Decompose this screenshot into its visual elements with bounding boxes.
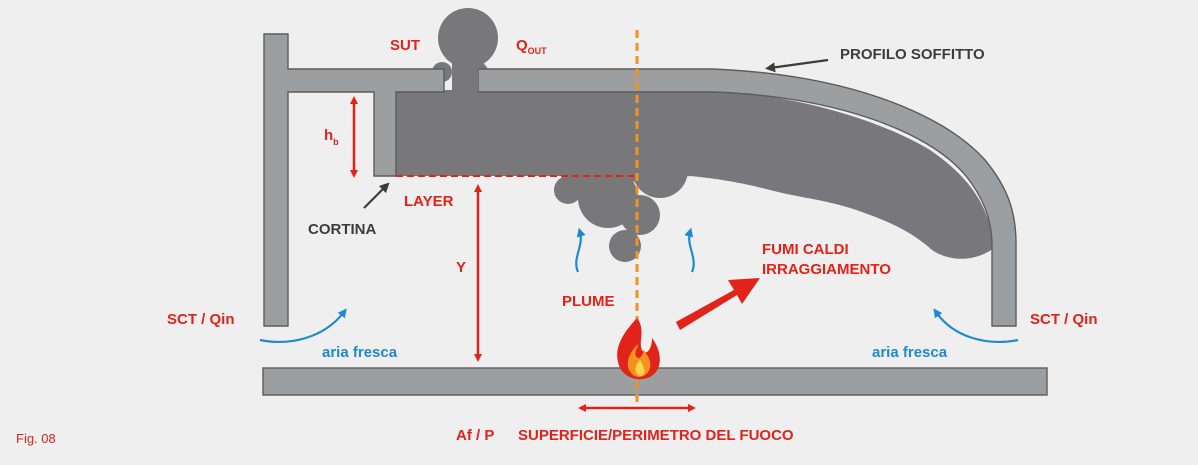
- sct-qin-right-label: SCT / Qin: [1030, 311, 1098, 328]
- cortina-label: CORTINA: [308, 221, 376, 238]
- left-wall: [263, 33, 445, 327]
- hb-label: hb: [324, 127, 339, 147]
- hb-sub: b: [333, 137, 339, 147]
- aria-fresca-right-label: aria fresca: [872, 344, 948, 361]
- cortina-pointer: [363, 182, 390, 209]
- superficie-label: SUPERFICIE/PERIMETRO DEL FUOCO: [518, 427, 794, 444]
- sut-label: SUT: [390, 37, 420, 54]
- y-label: Y: [456, 259, 466, 276]
- flame-icon: [617, 318, 660, 380]
- hb-main: h: [324, 127, 333, 144]
- profilo-soffitto-label: PROFILO SOFFITTO: [840, 46, 985, 63]
- plume-label: PLUME: [562, 293, 615, 310]
- fresh-air-arrow-left: [259, 308, 347, 343]
- smoke-mass: [396, 90, 994, 259]
- fresh-air-arrow-right: [933, 308, 1019, 343]
- profilo-soffitto-pointer: [765, 58, 829, 73]
- plume-arrow-left: [575, 227, 586, 273]
- af-p-label: Af / P: [456, 427, 494, 444]
- aria-fresca-left-label: aria fresca: [322, 344, 398, 361]
- figure-label: Fig. 08: [16, 431, 56, 446]
- sct-qin-left-label: SCT / Qin: [167, 311, 235, 328]
- smoke-layer: [386, 8, 994, 262]
- layer-label: LAYER: [404, 193, 454, 210]
- plume-arrow-right: [684, 227, 695, 273]
- vent-outflow: [452, 58, 478, 92]
- radiation-arrow: [676, 278, 760, 330]
- q-out-sub: OUT: [528, 46, 548, 56]
- fumi-caldi-label: FUMI CALDI: [762, 241, 849, 258]
- q-out-main: Q: [516, 37, 528, 54]
- irraggiamento-label: IRRAGGIAMENTO: [762, 261, 891, 278]
- ceiling-profile: [477, 68, 1017, 327]
- q-out-label: QOUT: [516, 37, 547, 56]
